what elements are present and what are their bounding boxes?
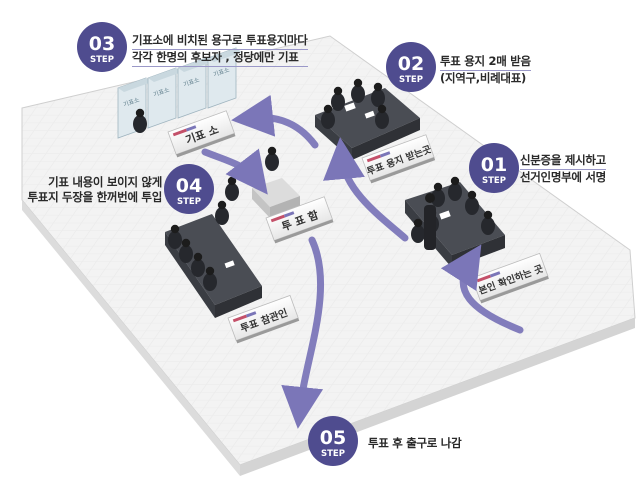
person [351, 78, 365, 103]
person [331, 86, 345, 111]
step-word: STEP [90, 55, 114, 65]
person [191, 252, 205, 277]
step-05-description: 투표 후 출구로 나감 [368, 436, 462, 451]
floor-edge-left [22, 200, 240, 476]
step-02-description: 투표 용지 2매 받음 (지역구,비례대표) [440, 54, 531, 86]
flow-arrows [201, 94, 524, 429]
step-number: 03 [89, 33, 115, 55]
person [375, 104, 389, 129]
step-number: 04 [176, 175, 202, 197]
person [481, 210, 495, 235]
step-04-line-1: 기표 내용이 보이지 않게 [48, 175, 162, 189]
floor [21, 35, 636, 466]
person [133, 108, 147, 133]
person [265, 146, 279, 171]
step-03-line-2: 각각 한명의 후보자 , 정당에만 기표 [132, 50, 308, 67]
step-03-line-1: 기표소에 비치된 용구로 투표용지마다 [132, 33, 308, 50]
standing-voter [424, 193, 436, 250]
person [431, 182, 445, 207]
step-word: STEP [321, 449, 345, 459]
step-02-line-1: 투표 용지 2매 받음 [440, 54, 531, 71]
arrow-to-id-check [440, 244, 524, 334]
voting-booth: 기표소 [177, 57, 212, 119]
people [133, 78, 495, 291]
step-number: 01 [481, 154, 507, 176]
step-04-description: 기표 내용이 보이지 않게 투표지 두장을 한꺼번에 투입 [20, 175, 163, 205]
step-01-description: 신분증을 제시하고 선거인명부에 서명 [520, 153, 606, 185]
step-01-line-2: 선거인명부에 서명 [520, 170, 606, 184]
step-number: 02 [398, 53, 424, 75]
step-word: STEP [177, 197, 201, 207]
step-03-description: 기표소에 비치된 용구로 투표용지마다 각각 한명의 후보자 , 정당에만 기표 [132, 33, 308, 67]
person [203, 266, 217, 291]
step-01-line-1: 신분증을 제시하고 [520, 153, 606, 170]
person [448, 176, 462, 201]
arrow-to-booth [231, 94, 319, 149]
step-word: STEP [482, 176, 506, 186]
person [321, 104, 335, 129]
step-number: 05 [320, 427, 346, 449]
person [215, 200, 229, 225]
arrow-to-ballot-box [201, 148, 268, 195]
arrow-to-ballot-receive [323, 137, 409, 242]
step-word: STEP [399, 75, 423, 85]
step-04-line-2: 투표지 두장을 한꺼번에 투입 [27, 190, 163, 204]
person [168, 224, 182, 249]
voting-booth: 기표소 [147, 67, 182, 129]
station-label-observer: 투표 참관인 [227, 294, 300, 344]
person [179, 238, 193, 263]
table-observer [165, 214, 262, 318]
step-02-line-2: (지역구,비례대표) [440, 71, 526, 85]
station-label-ballot-box: 투 표 함 [265, 196, 334, 244]
person [411, 218, 425, 243]
station-label-booth: 기표 소 [167, 110, 236, 158]
step-05-line-1: 투표 후 출구로 나감 [368, 436, 462, 450]
person [465, 190, 479, 215]
person [371, 82, 385, 107]
arrow-to-exit [281, 236, 325, 429]
